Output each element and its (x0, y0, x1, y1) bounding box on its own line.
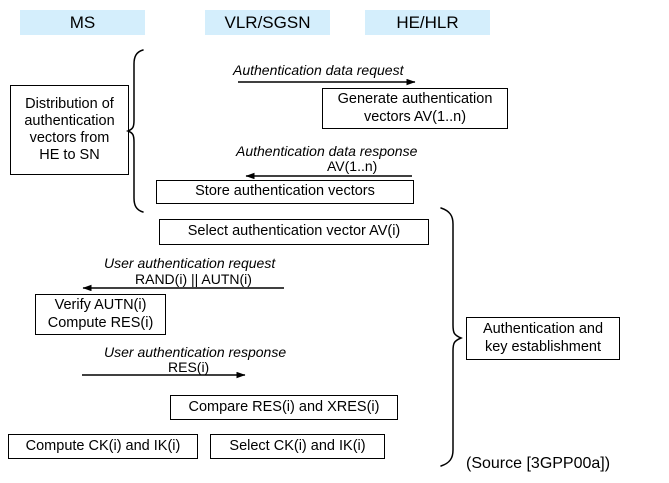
message-label-authentication-data-request: Authentication data request (233, 62, 404, 78)
process-box-compare-res: Compare RES(i) and XRES(i) (170, 395, 398, 420)
process-box-compare-res-text: Compare RES(i) and XRES(i) (188, 398, 380, 415)
process-box-compute-ck-ik-text: Compute CK(i) and IK(i) (25, 437, 181, 454)
process-box-select-av-text: Select authentication vector AV(i) (187, 223, 401, 240)
source-note: (Source [3GPP00a]) (466, 455, 611, 472)
process-box-verify-autn-text: Verify AUTN(i)Compute RES(i) (47, 297, 154, 331)
process-box-select-ck-ik: Select CK(i) and IK(i) (210, 434, 385, 459)
process-box-select-av: Select authentication vector AV(i) (159, 219, 429, 245)
brace-auth-key-establishment (440, 207, 463, 467)
process-box-store-av-text: Store authentication vectors (195, 183, 375, 200)
brace-distribution (125, 49, 144, 213)
message-param-av-1-n: AV(1..n) (327, 158, 378, 174)
message-label-user-authentication-response: User authentication response (104, 344, 287, 360)
process-box-store-av: Store authentication vectors (156, 180, 414, 204)
process-box-compute-ck-ik: Compute CK(i) and IK(i) (8, 434, 198, 459)
message-label-authentication-data-response: Authentication data response (236, 143, 418, 159)
process-box-select-ck-ik-text: Select CK(i) and IK(i) (229, 437, 366, 454)
column-header-he-hlr: HE/HLR (365, 10, 490, 35)
message-label-user-authentication-request: User authentication request (104, 255, 276, 271)
message-param-res: RES(i) (168, 359, 210, 375)
process-box-verify-autn: Verify AUTN(i)Compute RES(i) (35, 294, 166, 335)
column-header-ms: MS (20, 10, 145, 35)
message-param-rand-autn: RAND(i) || AUTN(i) (135, 271, 252, 287)
column-header-vlr-sgsn: VLR/SGSN (205, 10, 330, 35)
